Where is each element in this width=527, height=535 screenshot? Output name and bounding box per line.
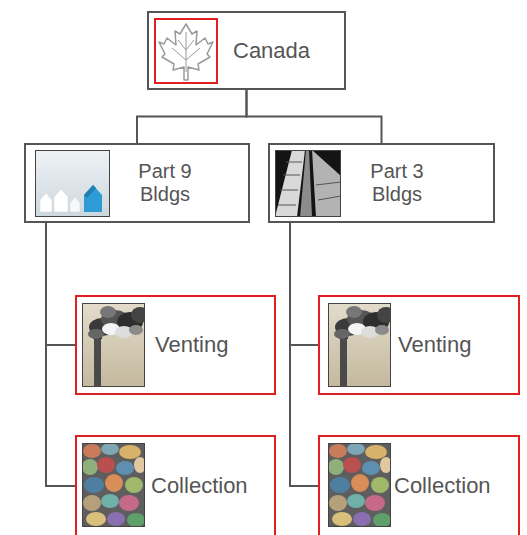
illustration-part: [70, 197, 80, 212]
maple-leaf-icon: [155, 19, 217, 83]
illustration-part: [275, 150, 305, 217]
category-box: Part 9 Bldgs: [24, 143, 250, 223]
illustration-part: [275, 150, 341, 217]
pebbles-photo: [82, 443, 146, 527]
country-box: Canada: [147, 11, 346, 90]
illustration-part: [84, 185, 102, 212]
illustration-part: [36, 151, 110, 217]
illustration-part: [155, 19, 217, 83]
topic-box: Collection: [318, 435, 520, 535]
box-label: Part 3 Bldgs: [351, 160, 443, 206]
illustration-part: [84, 185, 96, 198]
illustration-part: [54, 189, 68, 212]
box-label: Collection: [151, 473, 248, 498]
topic-box: Collection: [75, 435, 276, 535]
pebbles-photo: [328, 443, 392, 527]
topic-box: Venting: [75, 295, 276, 395]
tree-connector: [46, 223, 75, 486]
illustration-part: [159, 24, 213, 80]
box-label: Venting: [398, 332, 471, 357]
box-label: Collection: [394, 473, 491, 498]
tree-connector: [290, 223, 318, 345]
tower-photo: [275, 150, 341, 217]
illustration-part: [40, 193, 52, 212]
illustration-part: [300, 150, 312, 217]
box-label: Part 9 Bldgs: [119, 160, 211, 206]
box-label: Canada: [233, 38, 310, 63]
topic-box: Venting: [318, 295, 520, 395]
smokestack-photo: [328, 303, 395, 387]
smokestack-photo: [82, 303, 149, 387]
box-label: Venting: [155, 332, 228, 357]
tree-connector: [137, 90, 247, 143]
illustration-part: [35, 150, 110, 217]
tree-connector: [290, 223, 318, 486]
houses-photo: [35, 150, 110, 217]
illustration-part: [278, 162, 341, 205]
tree-connector: [247, 90, 382, 143]
illustration-part: [276, 151, 341, 217]
illustration-part: [172, 32, 200, 72]
tree-connector: [46, 223, 75, 345]
category-box: Part 3 Bldgs: [268, 143, 495, 223]
